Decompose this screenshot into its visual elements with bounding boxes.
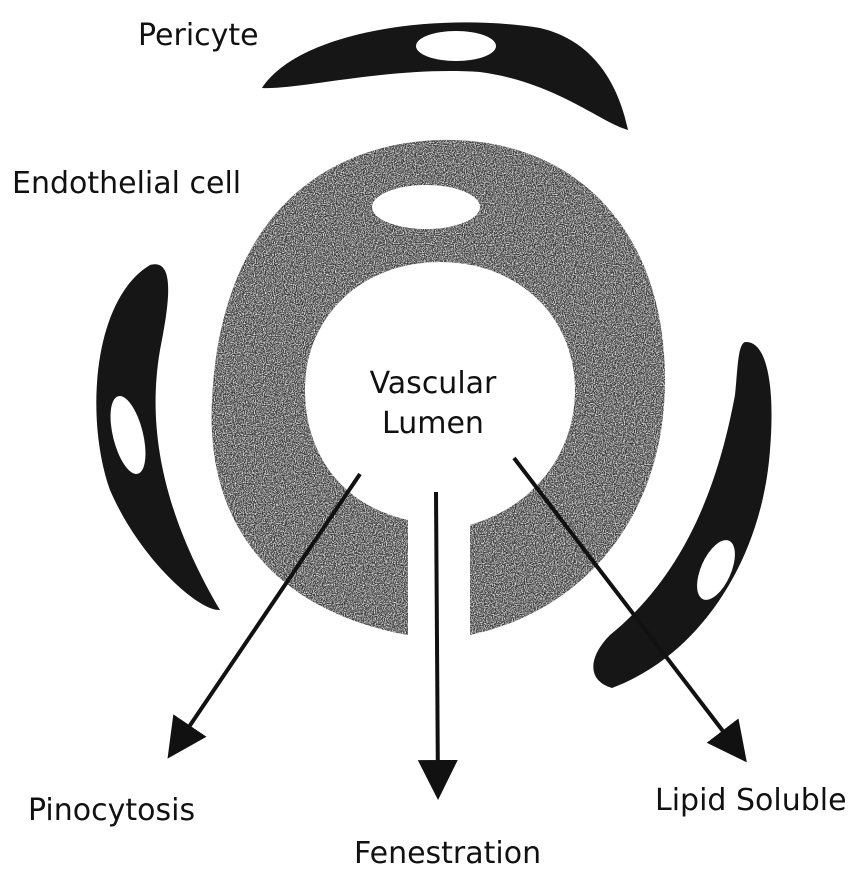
lumen-label-line1: Vascular: [370, 366, 497, 401]
endothelial-nucleus: [372, 185, 480, 229]
pinocytosis-label: Pinocytosis: [28, 793, 195, 828]
fenestration-arrow: [436, 492, 438, 792]
pericyte-top: [262, 22, 628, 130]
pericyte-top-nucleus: [416, 31, 496, 61]
endothelial-cell-label: Endothelial cell: [12, 166, 241, 201]
pericyte-left: [96, 264, 220, 610]
lumen-label-line2: Lumen: [382, 406, 484, 441]
pericyte-label: Pericyte: [138, 18, 259, 53]
lipid-soluble-label: Lipid Soluble: [655, 783, 847, 818]
fenestration-label: Fenestration: [354, 836, 541, 870]
